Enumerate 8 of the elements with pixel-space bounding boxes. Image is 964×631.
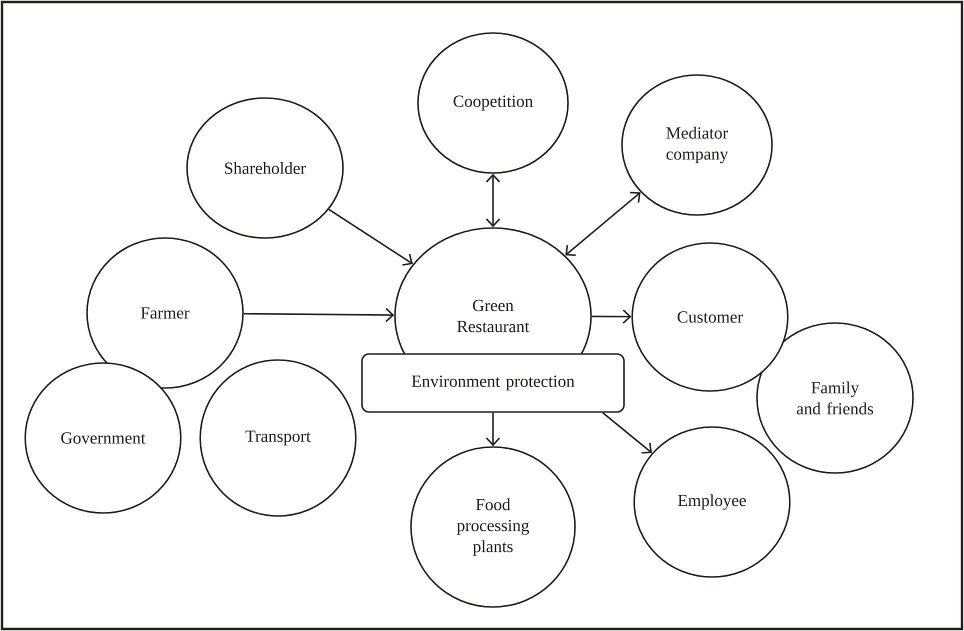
arrow bbox=[592, 310, 632, 324]
rounded-box: Environment protection bbox=[361, 353, 625, 413]
arrow bbox=[486, 412, 500, 446]
arrow bbox=[244, 308, 394, 322]
arrow bbox=[328, 208, 413, 266]
arrow bbox=[602, 412, 652, 454]
arrow bbox=[486, 174, 500, 228]
arrow bbox=[565, 192, 641, 256]
